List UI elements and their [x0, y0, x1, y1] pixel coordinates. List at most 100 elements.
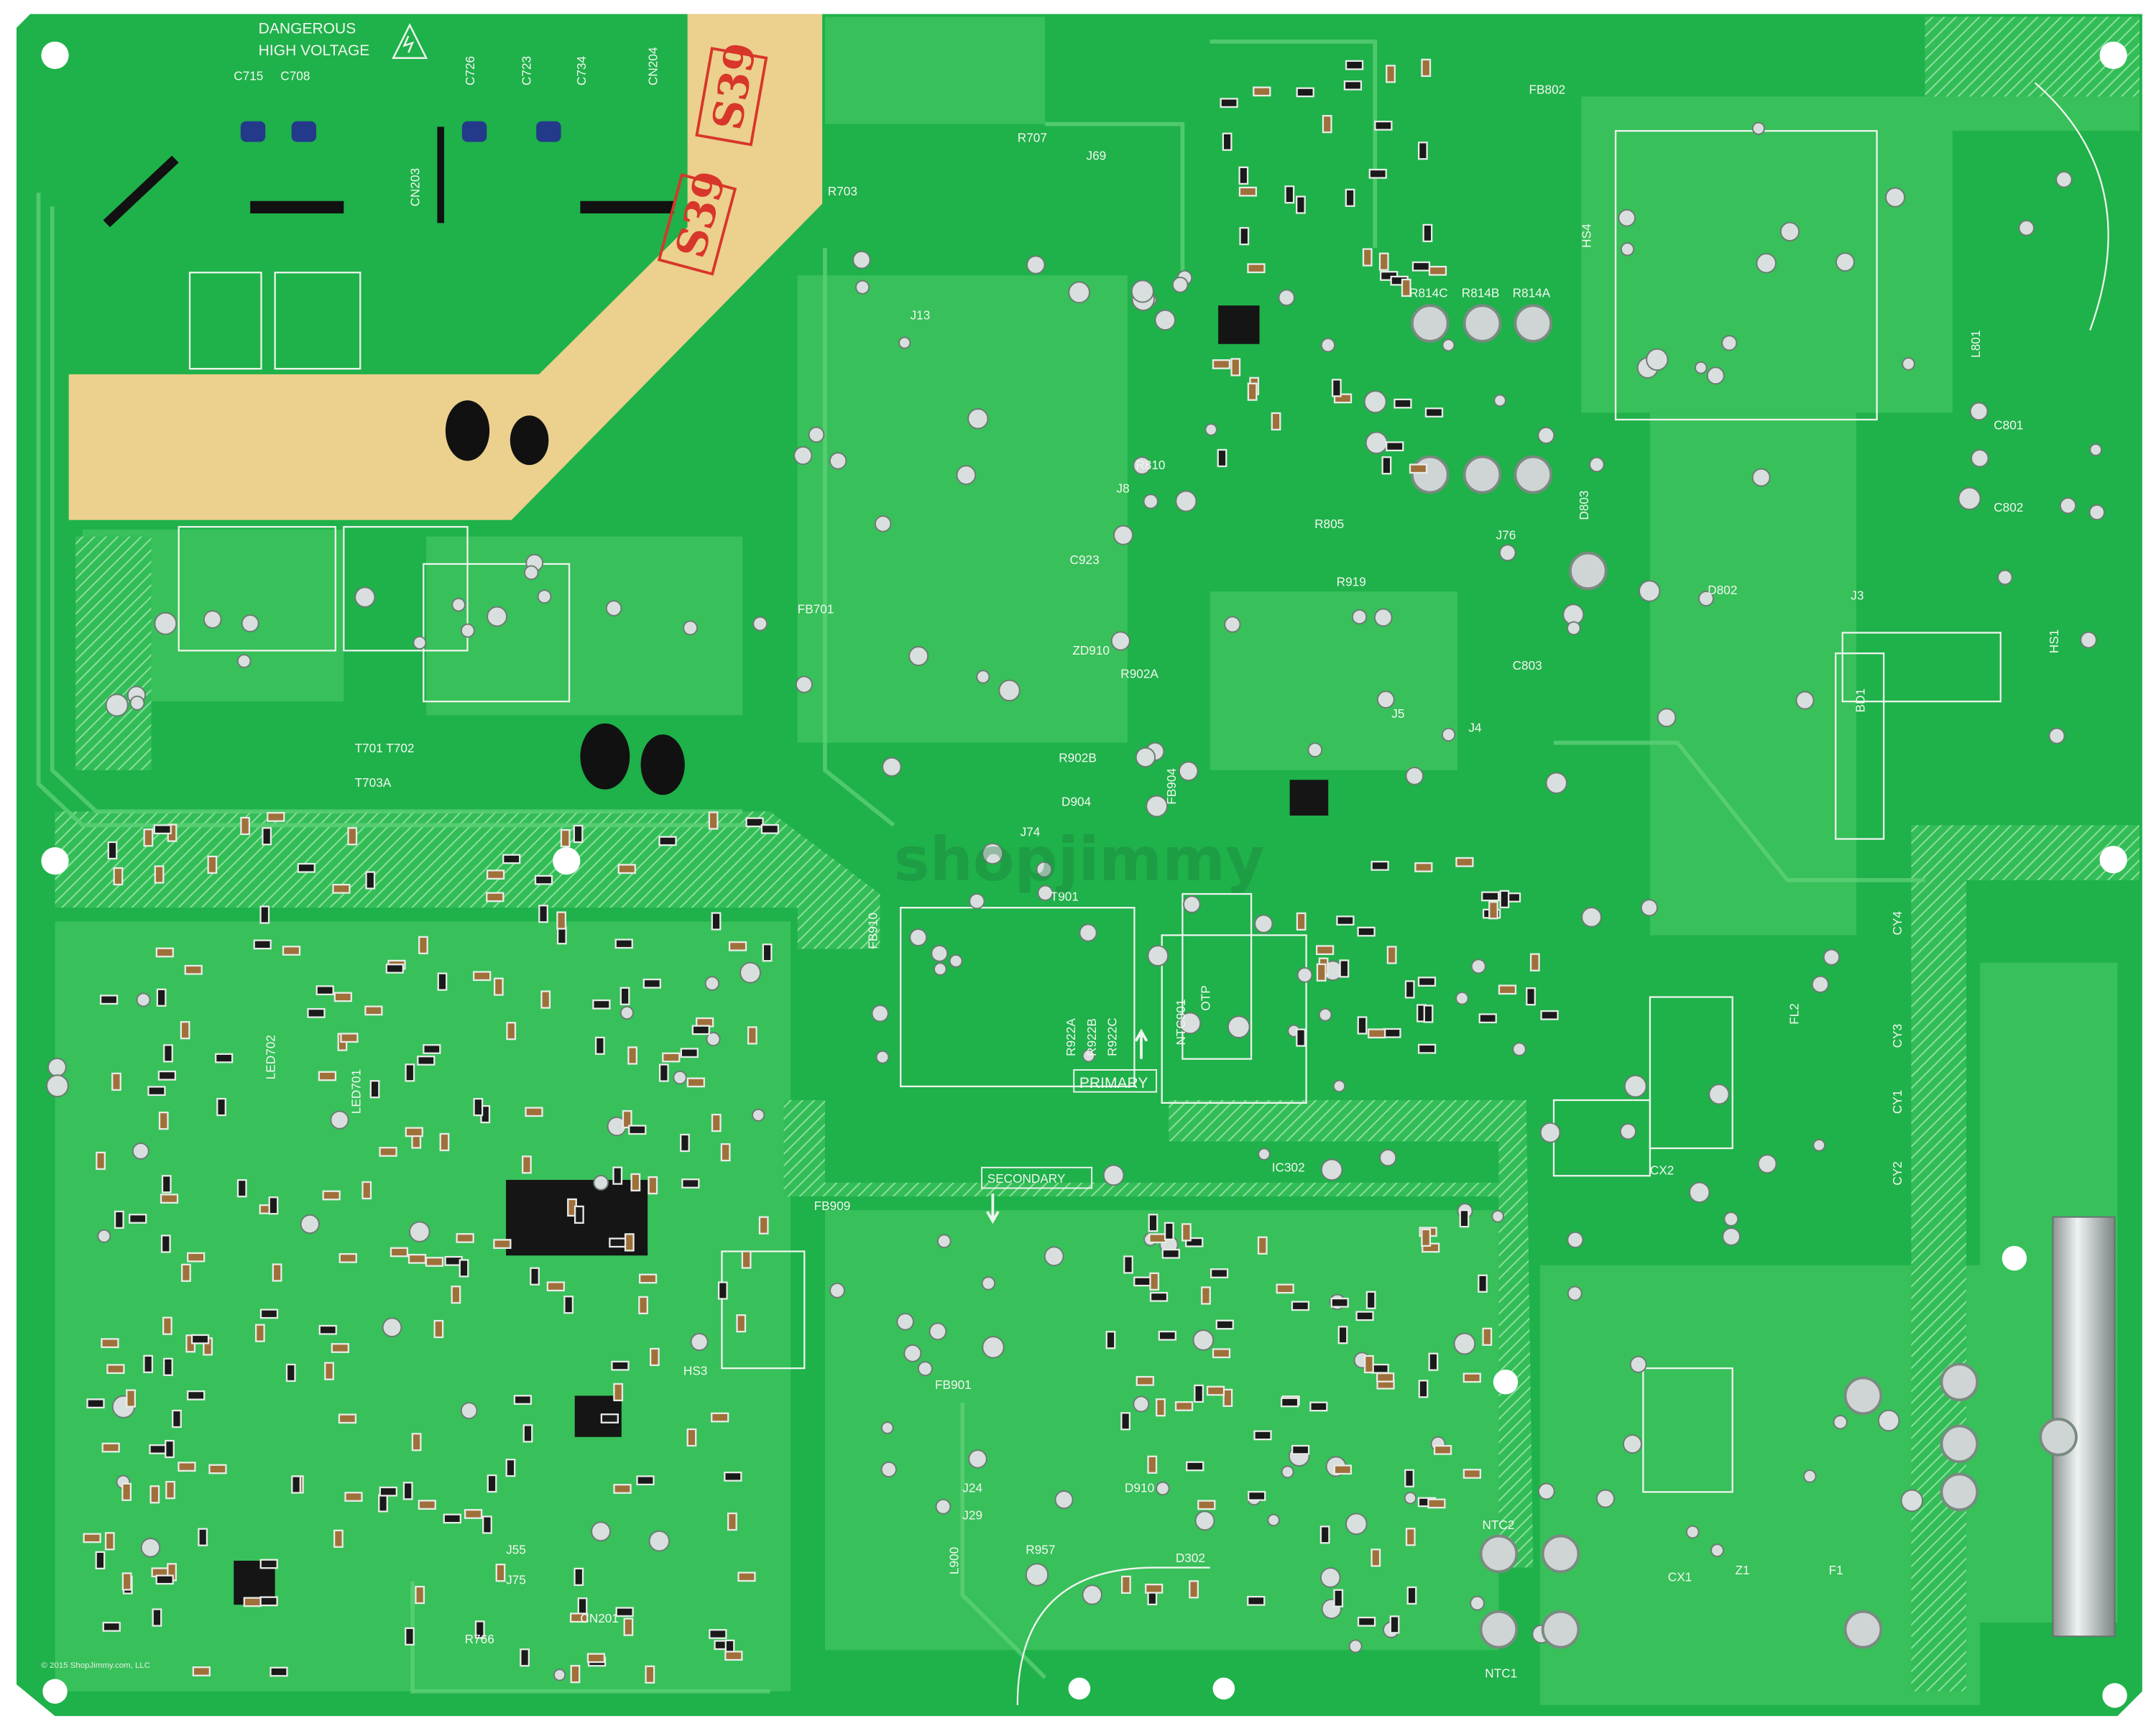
smd-part — [1345, 188, 1355, 207]
smd-part — [1247, 382, 1258, 401]
smd-part — [1404, 980, 1415, 999]
smd-part — [1406, 1586, 1417, 1605]
smd-part — [259, 1309, 279, 1319]
solder-pad — [1379, 1149, 1397, 1167]
smd-part — [1120, 1412, 1131, 1431]
solder-pad — [1365, 431, 1388, 454]
smd-part — [243, 1597, 262, 1607]
solder-pad — [1756, 253, 1777, 274]
smd-part — [456, 1233, 474, 1243]
smd-part — [1365, 1291, 1376, 1309]
smd-part — [613, 1484, 632, 1494]
large-pad — [1411, 304, 1450, 343]
smd-part — [1222, 132, 1233, 151]
inspection-stamp-1: S39 — [695, 39, 768, 147]
solder-pad — [1779, 221, 1800, 242]
smd-part — [1206, 1385, 1225, 1396]
smd-part — [680, 1048, 699, 1058]
smd-part — [1280, 1397, 1299, 1408]
smd-part — [624, 1233, 635, 1252]
solder-pad — [903, 1344, 922, 1362]
smd-part — [155, 947, 174, 958]
smd-part — [1296, 1028, 1306, 1047]
solder-pad — [968, 1449, 987, 1469]
smd-part — [379, 1486, 397, 1497]
smd-part — [573, 824, 584, 844]
smd-part — [708, 811, 719, 830]
smd-part — [680, 1133, 690, 1153]
solder-pad — [1971, 449, 1989, 468]
solder-pad — [1156, 1481, 1170, 1496]
label-j55: J55 — [506, 1542, 526, 1556]
smd-part — [1418, 1380, 1429, 1398]
smd-part — [129, 1214, 147, 1224]
smd-part — [254, 1324, 265, 1342]
smd-part — [513, 1395, 533, 1405]
label-fb901: FB901 — [935, 1377, 972, 1392]
jumper-bars — [103, 126, 674, 228]
solder-pad — [931, 944, 949, 962]
solder-pad — [154, 612, 178, 635]
solder-pad — [1623, 1074, 1647, 1098]
smd-part — [617, 864, 636, 874]
solder-pad — [1969, 402, 1989, 421]
smd-part — [172, 1409, 182, 1429]
smd-part — [153, 824, 172, 835]
smd-part — [1186, 1461, 1204, 1472]
solder-pad — [1581, 907, 1602, 928]
smd-part — [1428, 1352, 1439, 1371]
mounting-holes — [41, 41, 2127, 1708]
label-j3: J3 — [1851, 589, 1864, 603]
large-pad — [1479, 1534, 1519, 1574]
solder-pad — [1254, 914, 1273, 933]
smd-part — [1459, 1209, 1470, 1228]
smd-part — [425, 1257, 444, 1267]
smd-part — [1417, 1043, 1437, 1054]
solder-pad — [1345, 1513, 1368, 1536]
solder-pad — [898, 336, 911, 349]
solder-pad — [874, 515, 892, 532]
smd-part — [318, 1324, 337, 1335]
label-cy2: CY2 — [1890, 1161, 1904, 1185]
solder-pad — [129, 695, 145, 711]
smd-part — [619, 987, 630, 1005]
smd-part — [1315, 945, 1335, 956]
smd-part — [1488, 901, 1498, 920]
smd-part — [1409, 463, 1428, 474]
smd-part — [1333, 1589, 1344, 1607]
smd-part — [216, 1097, 226, 1117]
smd-part — [1105, 1331, 1116, 1349]
arrow-up-icon — [1134, 1028, 1148, 1059]
smd-part — [1498, 984, 1517, 995]
solder-pad — [1320, 338, 1336, 353]
smd-part — [152, 1608, 162, 1627]
solder-pad — [1068, 281, 1091, 304]
smd-part — [1248, 1490, 1266, 1501]
smd-part — [1368, 168, 1387, 179]
smd-part — [1529, 953, 1540, 972]
smd-part — [720, 1143, 731, 1162]
label-j4: J4 — [1468, 720, 1482, 734]
solder-pad — [1835, 252, 1855, 272]
solder-pad — [1803, 1469, 1817, 1483]
smd-part — [482, 1515, 492, 1534]
solder-pad — [451, 597, 466, 612]
smd-part — [1156, 1398, 1166, 1417]
label-c708: C708 — [280, 68, 310, 83]
smd-part — [505, 1459, 516, 1477]
smd-part — [1257, 1236, 1268, 1255]
smd-part — [1185, 1237, 1204, 1247]
label-r922a: R922A — [1064, 1018, 1078, 1056]
smd-part — [1239, 226, 1250, 246]
smd-part — [1135, 1375, 1154, 1386]
smd-part — [405, 1063, 415, 1082]
smd-part — [727, 1512, 737, 1531]
smd-part — [1322, 115, 1332, 134]
label-z1: Z1 — [1736, 1563, 1750, 1577]
smd-part — [573, 1567, 584, 1587]
smd-part — [1247, 1595, 1266, 1606]
smd-part — [1148, 1233, 1167, 1244]
solder-pad — [605, 600, 622, 617]
smd-part — [1337, 1326, 1348, 1344]
solder-pad — [1723, 1212, 1739, 1227]
